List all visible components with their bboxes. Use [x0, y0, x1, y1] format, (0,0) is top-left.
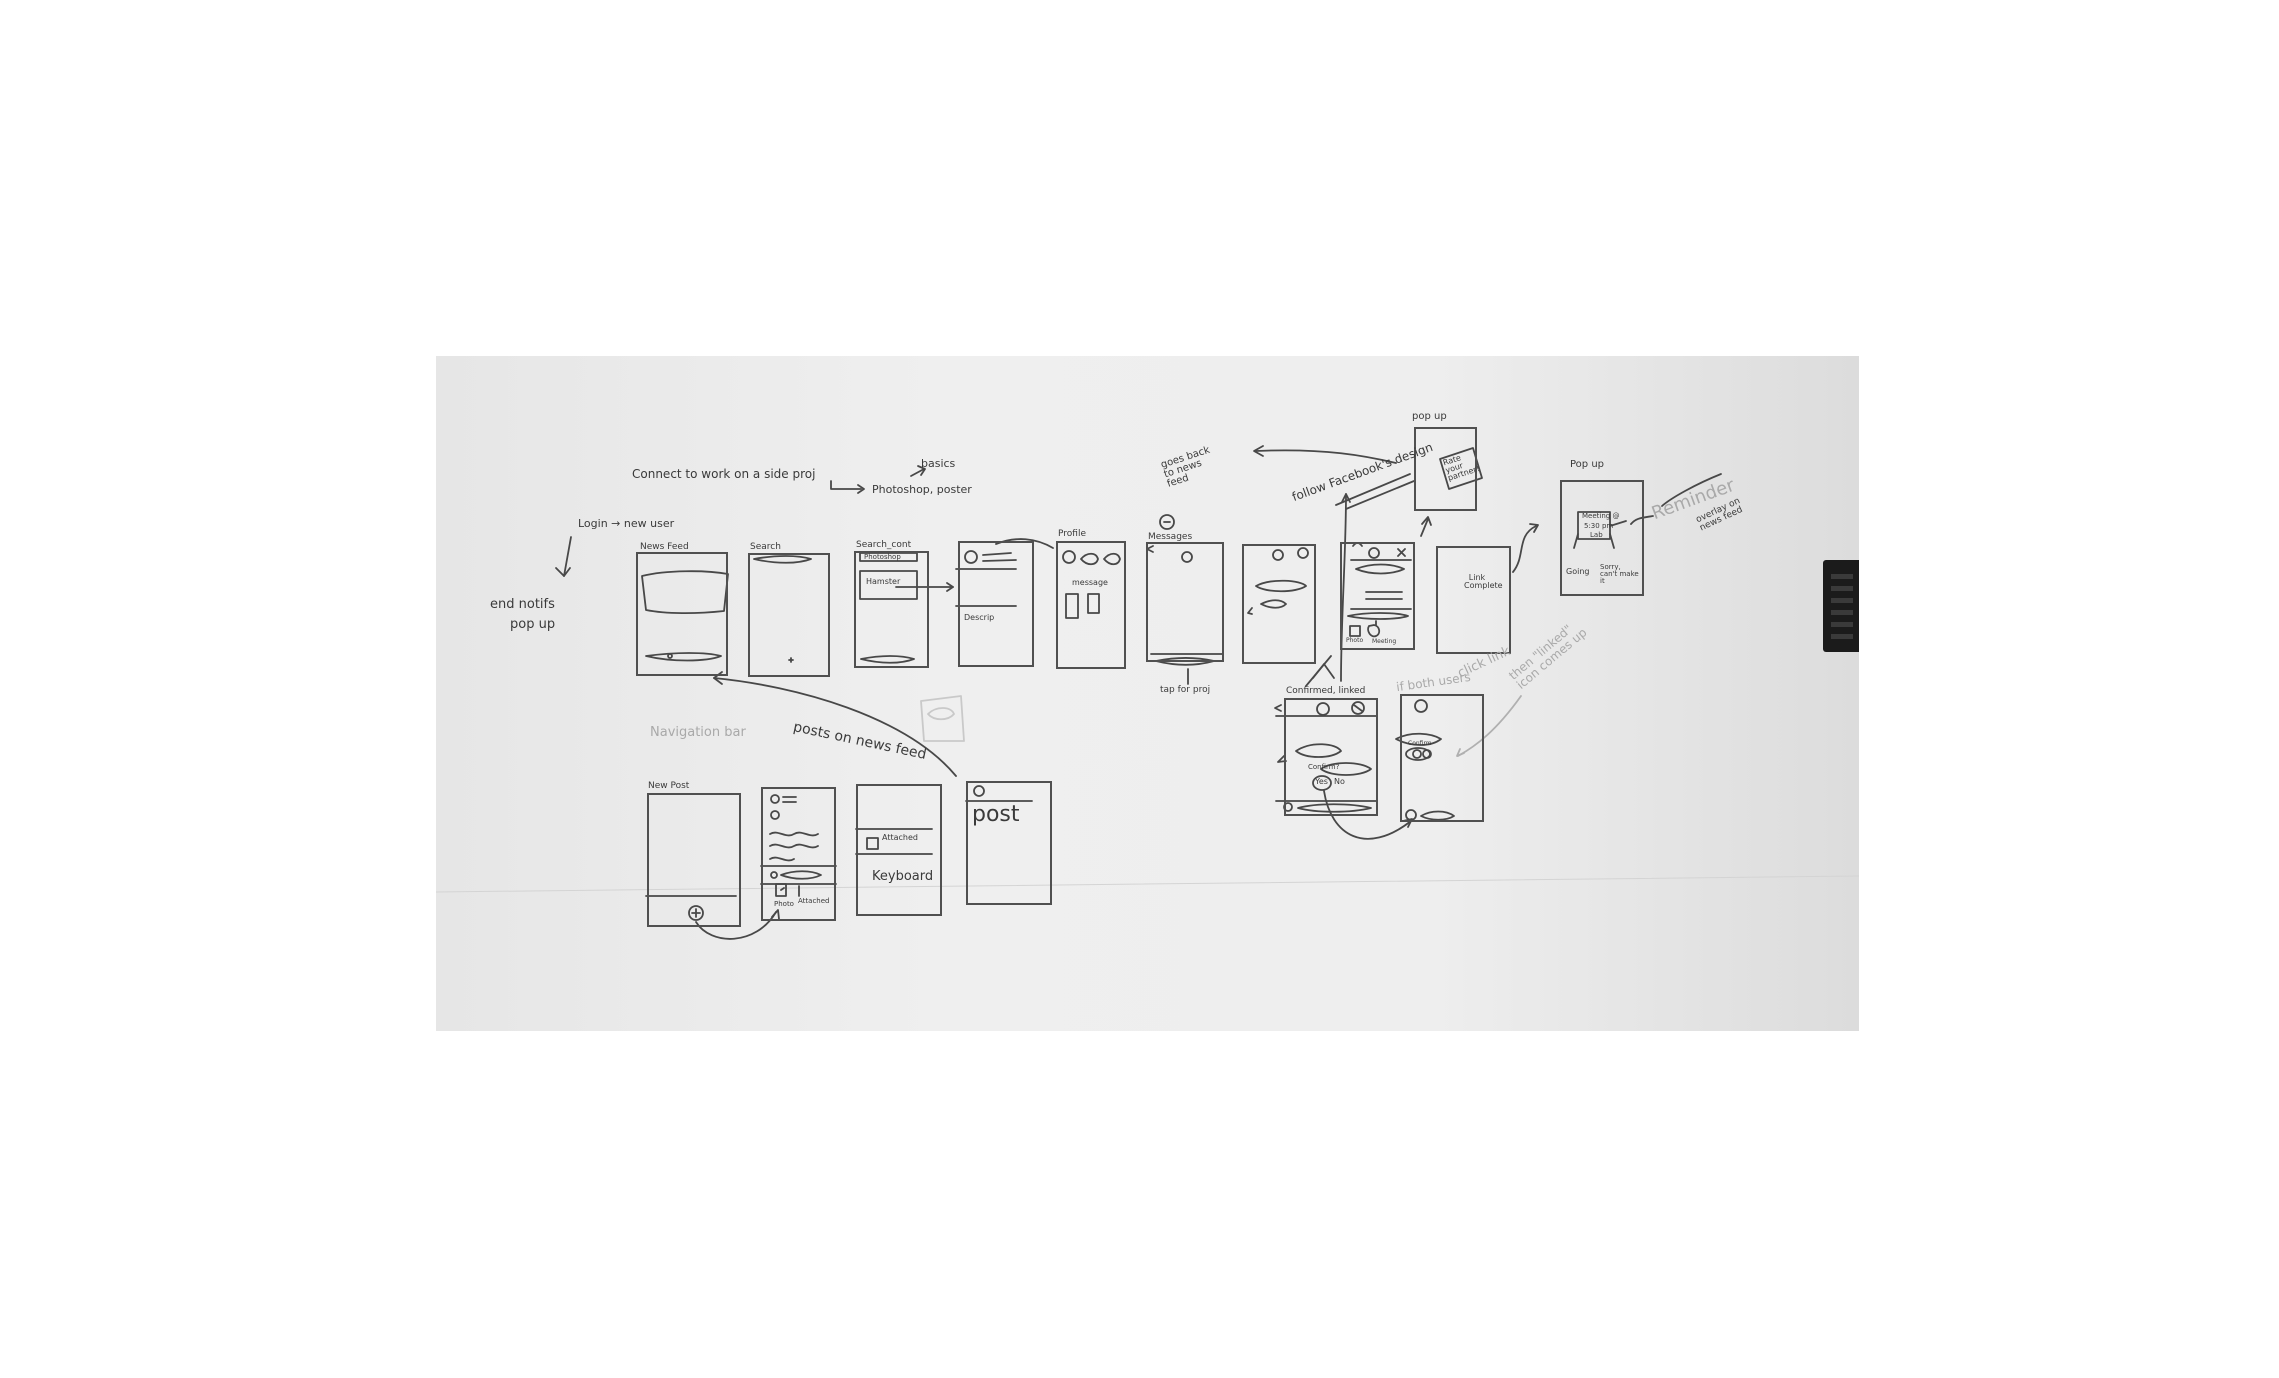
note-photoshop: Photoshop, poster: [872, 483, 972, 496]
linked-caption-left: Photo: [1346, 637, 1364, 644]
screen-messages: [1146, 542, 1224, 662]
search-cont-title: Search_cont: [856, 540, 912, 550]
search-title: Search: [750, 542, 781, 552]
ink-sketch-layer: [436, 445, 1859, 940]
screen-profile: [1056, 541, 1126, 669]
attached-keyboard: Keyboard: [872, 869, 934, 884]
screen-rate-popup: [1414, 427, 1477, 511]
compose-attached: Attached: [798, 897, 830, 905]
confirmed-no[interactable]: No: [1334, 777, 1345, 786]
reminder-line-3: Lab: [1590, 531, 1603, 539]
confirmed-question: Confirm?: [1308, 763, 1340, 771]
profile-body: message: [1072, 578, 1108, 587]
complete-body: Link Complete: [1464, 573, 1503, 590]
reminder-line-2: 5:30 pm: [1584, 522, 1614, 530]
reminder-sorry[interactable]: Sorry, can't make it: [1600, 563, 1639, 585]
screen-reminder-popup: [1560, 480, 1644, 596]
new-post-title: New Post: [648, 781, 690, 791]
whiteboard-eraser: [1823, 560, 1859, 652]
note-navigation-bar: Navigation bar: [650, 725, 746, 740]
confirmed-yes[interactable]: Yes: [1315, 777, 1328, 786]
note-connect: Connect to work on a side proj: [632, 467, 816, 481]
screen-complete: [1436, 546, 1511, 654]
messages-title: Messages: [1148, 532, 1193, 542]
note-end-notifs: end notifs: [490, 597, 555, 612]
screen-linked: [1340, 542, 1415, 650]
screen-new-post: [647, 793, 741, 927]
screen-post: [966, 781, 1052, 905]
note-tap-for-proj: tap for proj: [1160, 685, 1211, 695]
search-cont-tag: Photoshop: [864, 553, 901, 561]
note-pop-up-top: pop up: [1412, 411, 1447, 422]
search-cont-result: Hamster: [866, 577, 901, 586]
note-pop-up-left: pop up: [510, 617, 556, 632]
screen-compose: [761, 787, 836, 921]
linked-caption-right: Meeting: [1372, 638, 1397, 645]
screen-confirm2: [1400, 694, 1484, 822]
screen-chat: [1242, 544, 1316, 664]
screen-description: [958, 541, 1034, 667]
compose-photo: Photo: [774, 900, 794, 908]
post-label: post: [972, 802, 1020, 827]
confirmed-title: Confirmed, linked: [1286, 686, 1366, 696]
confirm2-label: Confirm: [1408, 740, 1432, 747]
whiteboard: Connect to work on a side proj basics Ph…: [436, 356, 1859, 1031]
note-login: Login → new user: [578, 517, 675, 530]
profile-title: Profile: [1058, 529, 1086, 539]
screen-search: [748, 553, 830, 677]
screen-news-feed: [636, 552, 728, 676]
screen-attached: [856, 784, 942, 916]
news-feed-title: News Feed: [640, 542, 689, 552]
description-body: Descrip: [964, 613, 995, 622]
note-basics: basics: [921, 457, 956, 470]
note-pop-up-right: Pop up: [1570, 459, 1605, 470]
attached-label: Attached: [882, 833, 918, 842]
reminder-line-1: Meeting @: [1582, 512, 1620, 520]
screen-search-cont: [854, 551, 929, 668]
screen-confirmed: [1284, 698, 1378, 816]
reminder-going[interactable]: Going: [1566, 567, 1590, 576]
